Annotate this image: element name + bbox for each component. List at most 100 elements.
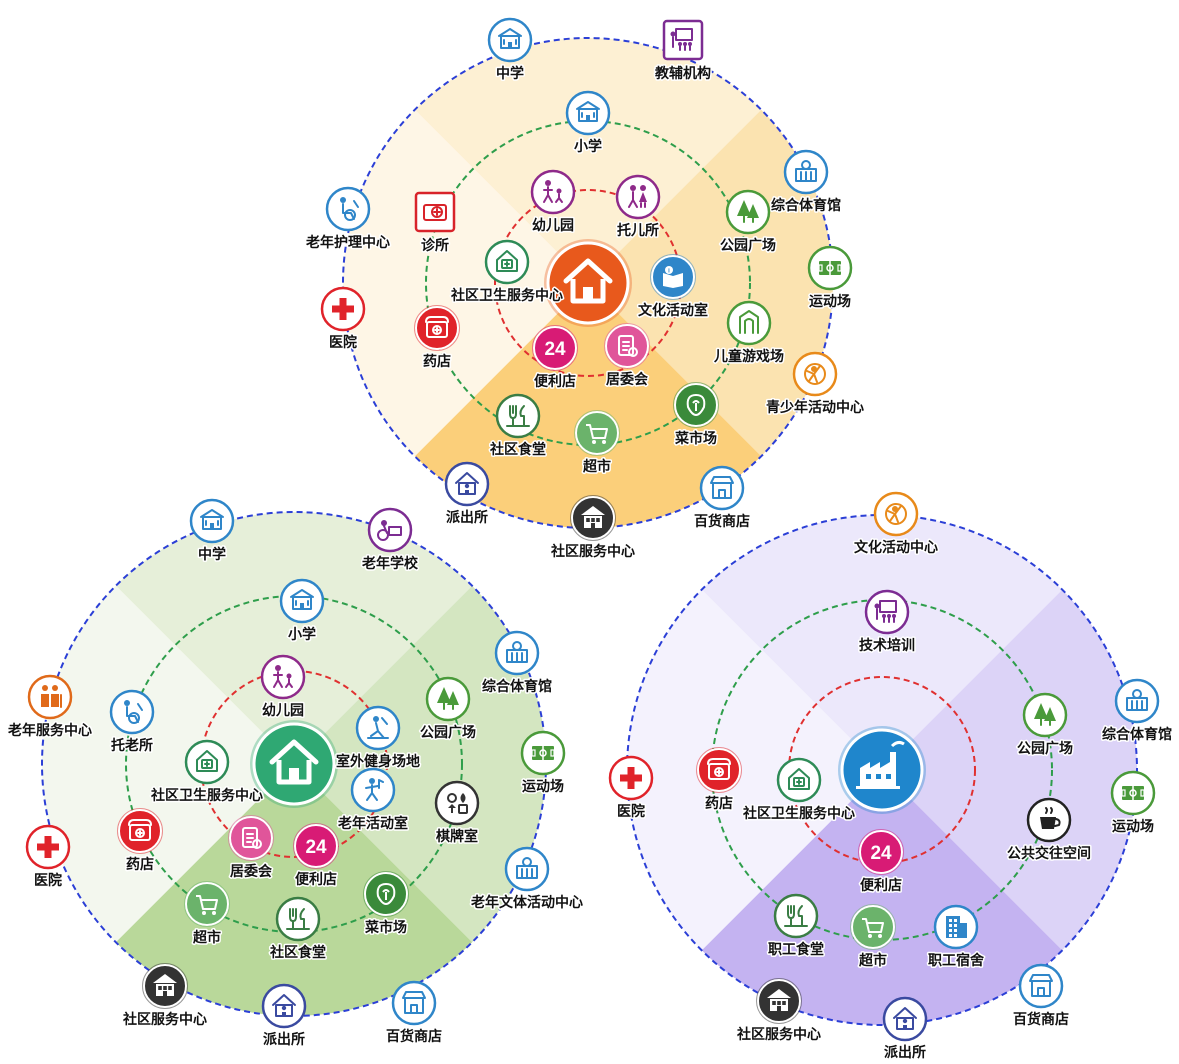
facility-label: 老年服务中心 (8, 722, 92, 738)
diagram-industrial (626, 514, 1138, 1026)
facility-label: 菜市场 (674, 430, 717, 446)
facility-label: 小学 (574, 138, 602, 154)
quadrant-wedge (627, 515, 882, 1025)
red-cross-icon (620, 767, 642, 789)
pharmacy-icon (128, 819, 152, 841)
facility-elderly-school: 老年学校 (361, 507, 420, 573)
facility-label: 社区食堂 (489, 441, 546, 457)
community-service-icon (767, 989, 791, 1011)
first-aid-kit-icon (423, 204, 447, 221)
facility-school-building: 中学 (189, 498, 235, 564)
facility-elderly-couple: 老年服务中心 (7, 674, 94, 740)
health-center-icon (496, 250, 518, 272)
facility-label: 运动场 (809, 293, 851, 309)
facility-label: 便利店 (295, 871, 337, 887)
facility-label: 派出所 (446, 509, 488, 525)
health-center-icon (788, 768, 810, 790)
facility-sports-field: 运动场 (808, 245, 853, 311)
facility-label: 老年文体活动中心 (471, 894, 583, 910)
facility-adult-child: 幼儿园 (261, 654, 306, 720)
facility-label: 居委会 (230, 863, 273, 879)
facility-label: 公园广场 (420, 724, 476, 740)
facility-sports-field: 运动场 (521, 730, 566, 796)
adult-child-icon (273, 665, 293, 688)
school-building-icon (200, 509, 224, 530)
facility-label: 青少年活动中心 (766, 399, 864, 415)
trees-icon (737, 200, 759, 223)
police-station-icon (272, 994, 296, 1017)
canteen-icon (506, 405, 530, 427)
svg-text:24: 24 (544, 339, 566, 360)
sports-hall-icon (516, 857, 538, 879)
facility-label: 幼儿园 (262, 702, 304, 718)
facility-label: 便利店 (860, 877, 902, 893)
facility-label: 医院 (617, 803, 645, 819)
facility-health-center: 社区卫生服务中心 (449, 239, 565, 305)
facility-label: 超市 (582, 458, 611, 474)
center-icon-house-icon (544, 239, 632, 327)
facility-label: 派出所 (884, 1044, 926, 1060)
facility-label: 文化活动中心 (854, 539, 938, 555)
playground-slide-icon (739, 310, 759, 334)
community-service-icon (581, 506, 605, 528)
svg-text:i: i (668, 269, 670, 275)
facility-label: 公共交往空间 (1007, 845, 1091, 861)
training-presentation-icon (874, 600, 897, 623)
facility-adult-child: 幼儿园 (531, 169, 576, 235)
facility-training-presentation: 技术培训 (858, 589, 917, 655)
facility-label: 社区卫生服务中心 (742, 805, 855, 821)
facility-school-building: 中学 (487, 17, 533, 83)
center-icon-house-icon (250, 720, 338, 808)
facility-youth-activity: 文化活动中心 (853, 491, 940, 557)
outdoor-fitness-icon (367, 716, 389, 739)
facility-department-store: 百货商店 (385, 980, 444, 1046)
store-24h-icon: 24 (870, 843, 892, 864)
facility-trees: 公园广场 (1016, 692, 1075, 758)
facility-canteen: 社区食堂 (268, 896, 328, 962)
facility-label: 超市 (858, 952, 887, 968)
store-24h-icon: 24 (544, 339, 566, 360)
facility-wheelchair-care: 老年护理中心 (305, 186, 392, 252)
facility-label: 老年学校 (362, 555, 419, 571)
canteen-icon (784, 905, 808, 927)
facility-label: 社区卫生服务中心 (450, 287, 563, 303)
facility-police-station: 派出所 (883, 996, 928, 1062)
facility-label: 托儿所 (617, 222, 659, 238)
sports-field-icon (818, 261, 842, 275)
facility-label: 社区服务中心 (122, 1011, 207, 1027)
pharmacy-icon (707, 758, 731, 780)
facility-sports-hall: 综合体育馆 (770, 149, 843, 215)
police-station-icon (455, 472, 479, 495)
facility-label: 综合体育馆 (1102, 726, 1172, 742)
facility-sports-hall: 老年文体活动中心 (470, 846, 585, 912)
school-building-icon (576, 101, 600, 122)
facility-label: 公园广场 (720, 237, 776, 253)
facility-community-service: 社区服务中心 (549, 495, 637, 561)
quadrant-wedge (294, 512, 546, 1016)
facility-chess-cards: 棋牌室 (435, 780, 480, 846)
committee-document-icon (618, 335, 638, 357)
facility-vegetable-market: 菜市场 (673, 382, 719, 448)
facility-label: 社区食堂 (269, 944, 326, 960)
facility-label: 儿童游戏场 (713, 348, 784, 364)
vegetable-market-icon (376, 882, 396, 906)
facility-playground-slide: 儿童游戏场 (712, 300, 786, 366)
elderly-activity-icon (365, 778, 384, 801)
facility-label: 菜市场 (364, 919, 407, 935)
police-station-icon (893, 1007, 917, 1030)
trees-icon (1034, 703, 1056, 726)
sports-field-icon (1121, 786, 1145, 800)
quadrant-wedge (588, 38, 833, 528)
department-store-icon (1029, 974, 1053, 997)
facility-department-store: 百货商店 (1012, 963, 1071, 1029)
facility-label: 幼儿园 (532, 217, 574, 233)
facility-label: 老年活动室 (338, 815, 408, 831)
school-building-icon (290, 589, 314, 610)
facility-shopping-cart: 超市 (184, 881, 230, 947)
facility-label: 超市 (192, 929, 221, 945)
shopping-cart-icon (196, 895, 218, 915)
committee-document-icon (242, 827, 262, 849)
